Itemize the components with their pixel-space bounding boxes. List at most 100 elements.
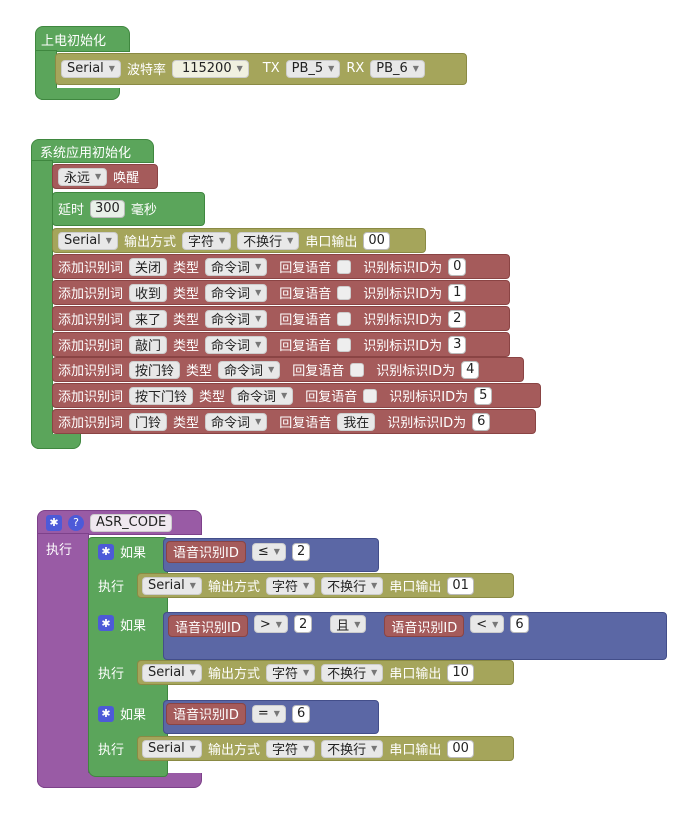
- gear-icon[interactable]: ✱: [46, 514, 62, 531]
- asr-id-variable[interactable]: 语音识别ID: [166, 540, 246, 563]
- chevron-down-icon: ▼: [273, 547, 280, 556]
- operator-dropdown[interactable]: =▼: [251, 704, 286, 723]
- newline-dropdown[interactable]: 不换行▼: [321, 739, 384, 758]
- type-value: 命令词: [211, 416, 251, 431]
- gear-icon[interactable]: ✱: [98, 615, 114, 631]
- serial-port-dropdown[interactable]: Serial▼: [58, 231, 118, 250]
- chevron-down-icon: ▼: [105, 236, 112, 245]
- serial-port-dropdown[interactable]: Serial▼: [61, 59, 121, 78]
- reply-label: 回复语音: [279, 287, 332, 302]
- type-dropdown[interactable]: 命令词▼: [205, 283, 268, 302]
- type-label: 类型: [173, 287, 200, 302]
- word-input[interactable]: 收到: [129, 283, 168, 302]
- id-input[interactable]: 1: [448, 283, 467, 302]
- serial-port-dropdown[interactable]: Serial▼: [142, 739, 202, 758]
- sys-init-title: 系统应用初始化: [40, 145, 132, 161]
- add-word-label: 添加识别词: [58, 287, 124, 302]
- reply-voice-input[interactable]: [363, 388, 378, 403]
- word-input[interactable]: 按门铃: [129, 360, 181, 379]
- operator-dropdown[interactable]: ≤▼: [251, 542, 286, 561]
- word-input[interactable]: 门铃: [129, 412, 168, 431]
- newline-dropdown[interactable]: 不换行▼: [321, 576, 384, 595]
- chevron-down-icon: ▼: [302, 581, 310, 590]
- word-input[interactable]: 来了: [129, 309, 168, 328]
- serial-out-value-input[interactable]: 10: [447, 663, 474, 682]
- output-mode-dropdown[interactable]: 字符▼: [181, 231, 232, 250]
- add-word-block[interactable]: [52, 332, 510, 357]
- id-input[interactable]: 4: [461, 360, 480, 379]
- word-input[interactable]: 敲门: [129, 335, 168, 354]
- chevron-down-icon: ▼: [302, 744, 310, 753]
- operator-value: =: [257, 706, 269, 721]
- wake-label: 唤醒: [113, 171, 140, 186]
- output-mode-dropdown[interactable]: 字符▼: [265, 663, 316, 682]
- add-word-label: 添加识别词: [58, 364, 124, 379]
- id-label: 识别标识ID为: [363, 287, 443, 302]
- id-input[interactable]: 2: [448, 309, 467, 328]
- gear-icon[interactable]: ✱: [98, 705, 114, 722]
- serial-out-value-input[interactable]: 01: [447, 576, 474, 595]
- id-input[interactable]: 3: [448, 335, 467, 354]
- serial-out-value-input[interactable]: 00: [363, 231, 390, 250]
- type-value: 命令词: [211, 261, 251, 276]
- power-on-hat-block[interactable]: [35, 26, 130, 52]
- add-word-block[interactable]: [52, 306, 510, 331]
- serial-port-dropdown[interactable]: Serial▼: [142, 663, 202, 682]
- type-dropdown[interactable]: 命令词▼: [205, 335, 268, 354]
- asr-id-variable[interactable]: 语音识别ID: [384, 615, 465, 637]
- type-dropdown[interactable]: 命令词▼: [205, 309, 268, 328]
- type-label: 类型: [173, 339, 200, 354]
- compare-value-input[interactable]: 2: [291, 542, 311, 561]
- newline-dropdown[interactable]: 不换行▼: [321, 663, 384, 682]
- rx-pin-dropdown[interactable]: PB_6▼: [370, 59, 425, 78]
- compare-value-input[interactable]: 6: [510, 615, 529, 633]
- baud-rate-dropdown[interactable]: 115200▼: [171, 59, 249, 78]
- sys-init-hat-block[interactable]: [31, 139, 154, 163]
- id-input[interactable]: 0: [448, 257, 467, 276]
- operator-dropdown[interactable]: >▼: [253, 615, 288, 633]
- reply-voice-input[interactable]: [337, 259, 352, 274]
- reply-voice-input[interactable]: [337, 285, 352, 300]
- word-input[interactable]: 关闭: [129, 257, 168, 276]
- add-word-block[interactable]: [52, 254, 510, 279]
- add-word-label: 添加识别词: [58, 313, 124, 328]
- id-input[interactable]: 6: [472, 412, 491, 431]
- chevron-down-icon: ▼: [412, 64, 419, 73]
- serial-port-dropdown[interactable]: Serial▼: [142, 576, 202, 595]
- compare-value-input[interactable]: 6: [291, 704, 311, 723]
- output-mode-dropdown[interactable]: 字符▼: [265, 576, 316, 595]
- id-input[interactable]: 5: [474, 386, 493, 405]
- reply-label: 回复语音: [305, 390, 358, 405]
- delay-block[interactable]: [52, 192, 205, 226]
- and-dropdown[interactable]: 且▼: [330, 615, 367, 634]
- help-icon[interactable]: ?: [68, 514, 84, 531]
- power-on-header-row: 上电初始化: [35, 27, 112, 51]
- type-dropdown[interactable]: 命令词▼: [205, 412, 268, 431]
- do-label: 执行: [98, 580, 125, 595]
- asr-exec-label: 执行: [46, 543, 73, 558]
- compare-value-input[interactable]: 2: [293, 615, 313, 633]
- tx-pin-dropdown[interactable]: PB_5▼: [285, 59, 341, 78]
- output-mode-value: 字符: [271, 743, 298, 758]
- gear-icon[interactable]: ✱: [98, 543, 114, 560]
- type-dropdown[interactable]: 命令词▼: [218, 360, 281, 379]
- delay-input[interactable]: 300: [90, 199, 125, 218]
- asr-id-variable[interactable]: 语音识别ID: [168, 615, 248, 637]
- reply-voice-input[interactable]: [337, 311, 352, 326]
- add-word-block[interactable]: [52, 280, 510, 305]
- type-dropdown[interactable]: 命令词▼: [231, 386, 294, 405]
- reply-voice-input[interactable]: [350, 362, 365, 377]
- asr-id-variable[interactable]: 语音识别ID: [166, 702, 246, 725]
- newline-dropdown[interactable]: 不换行▼: [237, 231, 300, 250]
- operator-dropdown[interactable]: <▼: [470, 615, 505, 633]
- word-input[interactable]: 按下门铃: [129, 386, 194, 405]
- output-mode-dropdown[interactable]: 字符 ▼: [265, 739, 316, 758]
- reply-voice-input[interactable]: 我在: [337, 412, 376, 431]
- reply-voice-input[interactable]: [337, 337, 352, 352]
- type-dropdown[interactable]: 命令词▼: [205, 257, 268, 276]
- chevron-down-icon: ▼: [281, 391, 288, 400]
- wake-mode-dropdown[interactable]: 永远▼: [58, 167, 108, 186]
- asr-name-field[interactable]: ASR_CODE: [90, 513, 173, 532]
- serial-out-value-input[interactable]: 00: [447, 739, 474, 758]
